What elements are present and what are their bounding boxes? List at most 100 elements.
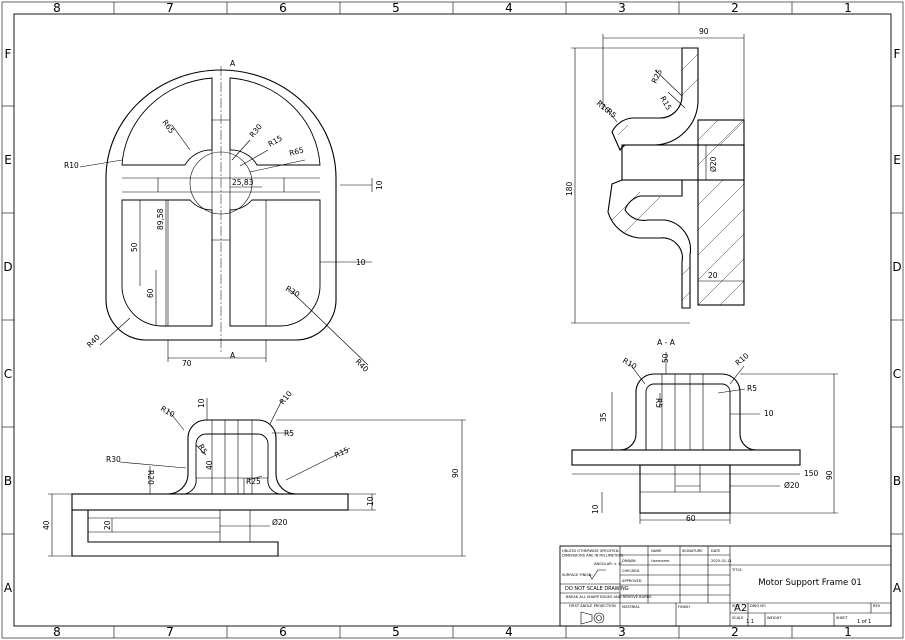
title-block-frame [559,545,892,627]
dim-section-dia20: Ø20 [784,481,800,490]
dim-front-40-height: 40 [42,520,51,530]
dim-section-r5-right: R5 [747,384,757,393]
dim-section-90: 90 [825,470,834,480]
side-view-bore [621,144,745,181]
dim-side-r25: R25 [650,67,664,84]
dim-top-r30: R30 [248,122,265,139]
zone-col-bottom: 8 [53,625,61,639]
surface-finish-icon [588,569,606,580]
section-marker-top: A [230,59,236,68]
top-view-inner-upper-right [229,77,321,166]
tb-surface-finish: SURFACE FINISH: [562,573,593,577]
side-view-dimension-lines [571,34,745,324]
side-view-hatching [611,53,745,306]
dim-front-r10-right: R10 [278,389,295,406]
tb-rev-label: REV [873,604,881,608]
dim-front-r20: R20 [146,470,155,485]
section-view-title: A - A [657,338,676,347]
zone-row-right: B [893,474,901,488]
dim-side-180: 180 [565,181,574,196]
dim-front-r30: R30 [106,455,121,464]
zone-row-right: E [893,153,901,167]
zone-col-bottom: 1 [844,625,852,639]
tb-angular: ANGULAR: ± 1° [594,562,622,566]
section-view-upper-inner [645,383,731,450]
dim-front-dia20: Ø20 [272,518,288,527]
dim-section-150: 150 [804,469,819,478]
zone-col-top: 6 [279,1,287,15]
side-view: 90 R25 R15 R10 R5 Ø20 180 20 [565,27,745,324]
section-view-dimension-lines [572,352,838,524]
front-view-dimension-lines [48,398,466,557]
zone-col-bottom: 2 [731,625,739,639]
tb-sheet: 1 of 1 [857,619,871,625]
zone-row-right: A [893,581,902,595]
tb-break-edges: BREAK ALL SHARP EDGES AND REMOVE BURRS [566,595,652,599]
zone-row-left: E [4,153,12,167]
tb-general-notes: UNLESS OTHERWISE SPECIFIED:DIMENSIONS AR… [562,549,624,557]
tb-dwg-no-label: DWG NO [750,604,766,608]
zone-row-right: F [894,47,901,61]
front-view-boss [167,419,297,495]
zone-row-left: B [4,474,12,488]
title-block-grid [560,546,891,626]
front-view-boss-inner [179,433,285,495]
tb-size: A2 [734,603,747,614]
tb-col-name: NAME [651,549,662,553]
dim-section-10: 10 [764,409,774,418]
dim-top-60: 60 [146,288,155,298]
dim-side-90: 90 [699,27,709,36]
dim-side-r15: R15 [658,95,673,112]
front-view-lower-bracket [71,510,279,557]
side-view-lower-arm [607,179,692,309]
top-view-rib-lines [122,80,320,326]
zone-row-left: F [5,47,12,61]
side-view-flange [697,119,745,306]
top-view: A A R10 R65 R30 R15 R65 25,83 10 89,58 5… [64,59,384,374]
dim-front-r5-right: R5 [284,429,294,438]
zone-col-top: 2 [731,1,739,15]
section-view-base-plate [571,449,801,466]
top-view-outer-profile [105,69,337,341]
tb-scale-label: SCALE [732,616,744,620]
tb-material: MATERIAL [622,605,640,609]
zone-col-bottom: 5 [392,625,400,639]
tb-col-signature: SIGNATURE [682,549,703,553]
dim-top-r15: R15 [267,133,284,148]
zone-row-left: C [4,367,12,381]
tb-col-date: DATE [711,549,721,553]
zone-col-bottom: 3 [618,625,626,639]
front-view: R10 10 R10 R5 R5 40 R30 R20 R25 R15 90 1… [42,389,466,557]
top-view-dimension-lines [79,124,373,366]
tb-weight-label: WEIGHT [767,616,782,620]
zone-labels: 8 7 6 5 4 3 2 1 8 7 6 5 4 3 2 1 F E D C … [3,1,902,639]
dim-side-20: 20 [708,271,718,280]
zone-row-right: C [893,367,901,381]
front-view-rib-lines [196,420,268,494]
dim-top-r10: R10 [64,161,79,170]
dim-section-r10-right: R10 [734,351,751,368]
tb-row-approved: APPROVED [622,579,642,583]
zone-row-left: D [3,260,12,274]
top-view-inner-lower-left [121,199,213,327]
tb-row-drawn: DRAWN [622,559,636,563]
tb-title: Motor Support Frame 01 [758,578,862,588]
dim-section-10-bottom: 10 [591,504,600,514]
section-view-bottom-boss [639,464,731,514]
dim-top-r30-lower: R30 [284,284,301,299]
tb-projection: FIRST ANGLE PROJECTION [569,604,616,608]
zone-col-top: 4 [505,1,513,15]
dim-section-50: 50 [661,353,670,363]
dim-front-40: 40 [205,460,214,470]
dim-top-r65-left: R65 [160,118,176,135]
zone-col-top: 7 [166,1,174,15]
dim-top-50: 50 [130,242,139,252]
dim-top-10-rib: 10 [375,180,384,190]
dim-section-r10-left: R10 [621,356,638,371]
zone-col-top: 3 [618,1,626,15]
zone-row-left: A [4,581,13,595]
top-view-inner-upper-left [121,77,213,166]
dim-front-10: 10 [197,398,206,408]
